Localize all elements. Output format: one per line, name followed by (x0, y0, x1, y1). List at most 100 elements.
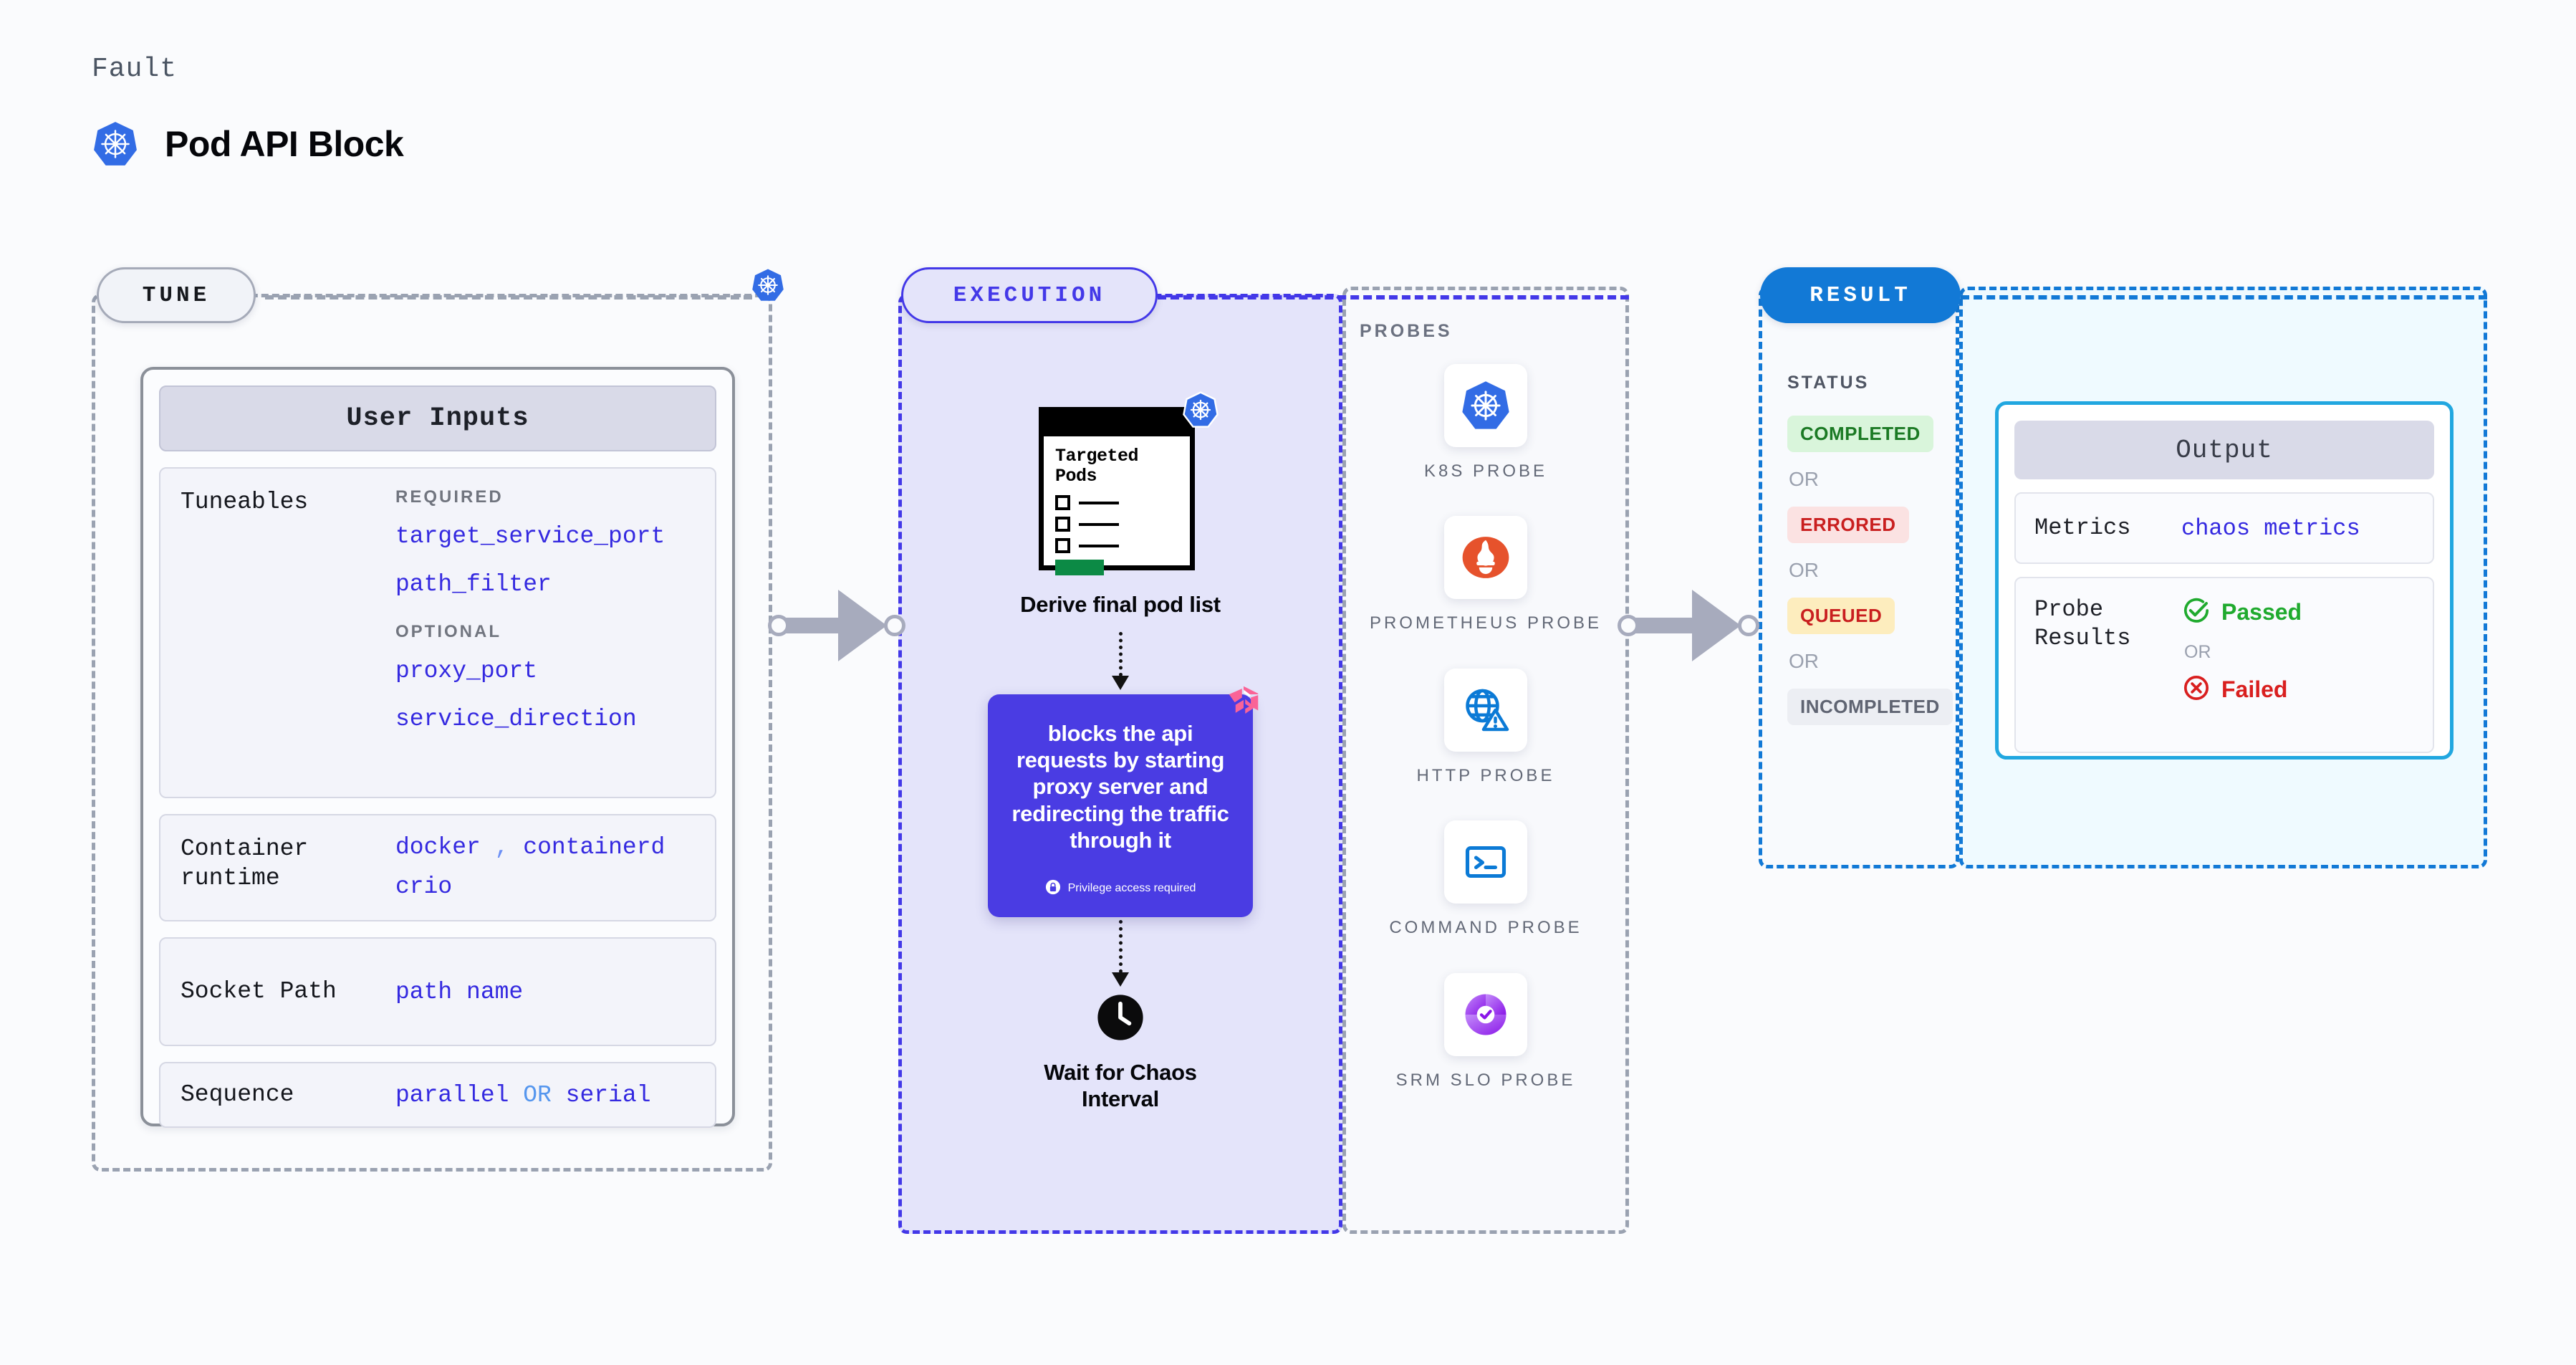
sequence-label: Sequence (181, 1081, 294, 1108)
chaos-logo-icon (1224, 681, 1263, 724)
status-or-3: OR (1789, 650, 1819, 672)
probes-list: K8S PROBE PROMETHEUS PROBE (1342, 364, 1629, 1125)
derive-pod-list-caption: Derive final pod list (1020, 592, 1221, 617)
status-badge-queued: QUEUED (1787, 598, 1895, 634)
x-circle-icon (2181, 673, 2211, 707)
probe-label: HTTP PROBE (1416, 765, 1555, 785)
probe-results-label: Probe Results (2034, 595, 2181, 653)
arrow-head-icon (838, 590, 887, 661)
sequence-conjunction: OR (523, 1081, 552, 1108)
kubernetes-icon (92, 120, 139, 168)
arrow-stem (1118, 632, 1123, 676)
privilege-note-text: Privilege access required (1067, 882, 1196, 895)
probe-label: COMMAND PROBE (1389, 918, 1582, 938)
runtime-crio[interactable]: crio (395, 873, 453, 900)
probe-label: SRM SLO PROBE (1395, 1070, 1576, 1090)
probes-heading: PROBES (1360, 321, 1453, 341)
execution-dashed-connector (1158, 295, 1629, 300)
probe-k8s[interactable]: K8S PROBE (1424, 364, 1547, 483)
execution-section-badge[interactable]: EXECUTION (901, 267, 1158, 323)
runtime-docker: docker (395, 834, 481, 861)
sequence-row: Sequence parallel OR serial (159, 1062, 716, 1128)
card-title-bar (1044, 412, 1190, 436)
container-runtime-label: Container runtime (181, 835, 309, 892)
connector-dot-start (1618, 615, 1639, 636)
tuneable-service-direction[interactable]: service_direction (395, 706, 637, 732)
container-runtime-row: Container runtime docker , containerd cr… (159, 814, 716, 921)
kubernetes-icon (1444, 364, 1527, 447)
required-heading: REQUIRED (395, 487, 504, 507)
arrow-stem (1118, 919, 1123, 973)
execution-to-result-arrow (1618, 590, 1759, 661)
probe-http[interactable]: HTTP PROBE (1416, 668, 1555, 787)
status-heading: STATUS (1787, 373, 1870, 393)
probe-prometheus[interactable]: PROMETHEUS PROBE (1370, 516, 1602, 635)
list-item (1055, 495, 1178, 510)
connector-dot-end (1738, 615, 1759, 636)
status-or-2: OR (1789, 559, 1819, 581)
execution-flow: Targeted Pods (898, 337, 1342, 1112)
container-runtime-values-line1[interactable]: docker , containerd (395, 834, 695, 861)
tuneable-path-filter[interactable]: path_filter (395, 571, 552, 598)
placeholder-line (1079, 544, 1119, 547)
tune-to-execution-arrow (768, 590, 905, 661)
result-panel (1759, 287, 1959, 868)
targeted-pods-node: Targeted Pods (1039, 391, 1219, 575)
targeted-pods-card: Targeted Pods (1039, 407, 1195, 575)
runtime-separator: , (494, 834, 509, 861)
probe-srm-slo[interactable]: SRM SLO PROBE (1395, 972, 1576, 1092)
check-circle-icon (2181, 595, 2211, 629)
probe-command[interactable]: COMMAND PROBE (1389, 820, 1582, 939)
connector-bar (785, 618, 847, 633)
arrow-head-icon (1692, 590, 1741, 661)
wait-interval-line1: Wait for Chaos (1044, 1059, 1197, 1085)
targeted-pods-title-line1: Targeted (1055, 446, 1139, 466)
socket-path-value[interactable]: path name (395, 978, 524, 1005)
status-badge-errored: ERRORED (1787, 507, 1909, 543)
metrics-label: Metrics (2034, 514, 2131, 541)
tuneables-row: Tuneables REQUIRED target_service_port p… (159, 467, 716, 798)
tuneable-target-service-port[interactable]: target_service_port (395, 523, 665, 550)
arrow-head-icon (1112, 676, 1129, 690)
result-dashed-connector (1961, 295, 2487, 300)
globe-alert-icon (1443, 668, 1527, 752)
user-inputs-card: User Inputs Tuneables REQUIRED target_se… (140, 367, 735, 1128)
passed-label: Passed (2221, 599, 2302, 625)
output-title: Output (2014, 421, 2434, 479)
tuneable-proxy-port[interactable]: proxy_port (395, 658, 538, 684)
pod-checklist (1055, 495, 1178, 553)
probe-results-label-line1: Probe Results (2034, 596, 2131, 651)
status-or-1: OR (1789, 468, 1819, 490)
connector-dot-end (884, 615, 905, 636)
list-item (1055, 517, 1178, 532)
status-badge-incompleted: INCOMPLETED (1787, 689, 1953, 725)
lock-icon (1045, 879, 1061, 899)
tune-section-badge[interactable]: TUNE (97, 267, 256, 323)
terminal-icon (1443, 820, 1527, 904)
result-section-badge[interactable]: RESULT (1760, 267, 1961, 323)
probe-label: K8S PROBE (1423, 461, 1548, 481)
probe-result-failed: Failed (2181, 673, 2302, 707)
targeted-pods-title-line2: Pods (1055, 466, 1097, 487)
checkbox-icon (1055, 495, 1070, 510)
user-inputs-title: User Inputs (159, 385, 716, 451)
flow-arrow-2 (1112, 919, 1129, 987)
privilege-note: Privilege access required (1045, 879, 1196, 899)
metrics-value[interactable]: chaos metrics (2181, 514, 2360, 542)
chaos-description: blocks the api requests by starting prox… (1011, 721, 1229, 853)
sequence-serial: serial (565, 1081, 651, 1108)
probe-result-or: OR (2184, 642, 2211, 662)
output-card: Output Metrics chaos metrics Probe Resul… (1995, 401, 2454, 760)
socket-path-label: Socket Path (181, 978, 337, 1005)
optional-heading: OPTIONAL (395, 622, 501, 641)
page-header: Pod API Block (92, 120, 404, 168)
sequence-parallel: parallel (395, 1081, 509, 1108)
status-list: COMPLETED OR ERRORED OR QUEUED OR INCOMP… (1787, 416, 1953, 725)
sequence-values[interactable]: parallel OR serial (395, 1082, 695, 1108)
checkbox-icon (1055, 517, 1070, 532)
checkbox-icon (1055, 538, 1070, 553)
tuneables-label: Tuneables (181, 489, 309, 515)
kubernetes-icon (751, 267, 785, 307)
wait-interval-caption: Wait for Chaos Interval (1044, 1059, 1197, 1112)
